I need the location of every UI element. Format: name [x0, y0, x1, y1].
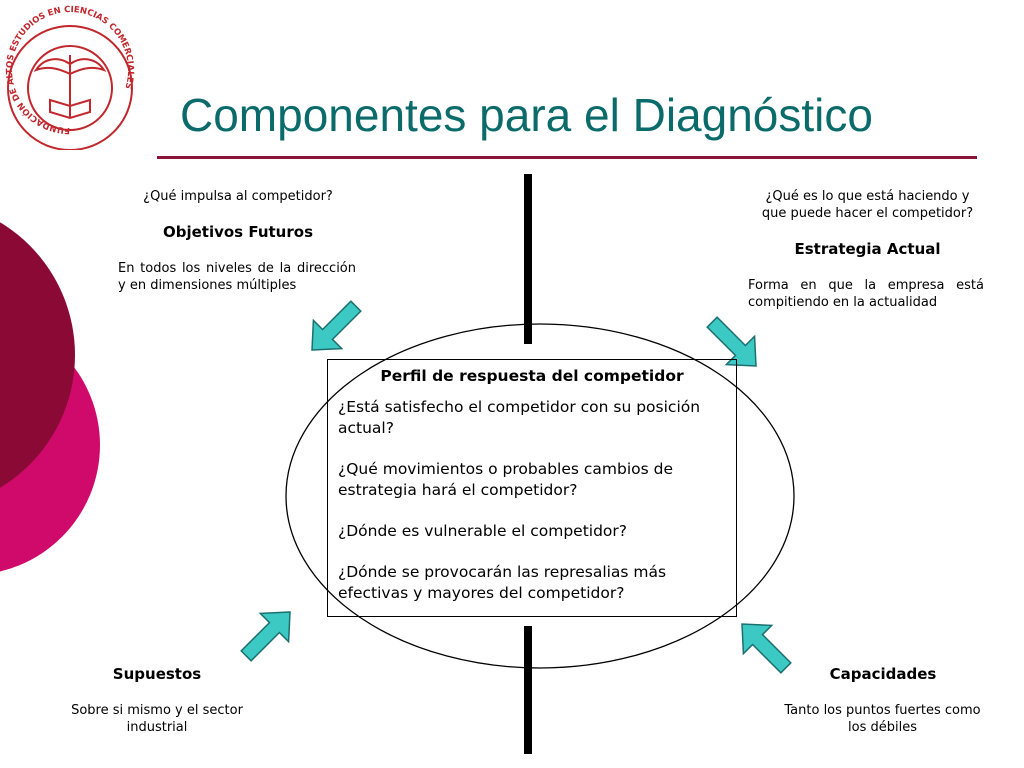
- arrow-top-right: [706, 316, 757, 367]
- top-right-heading: Estrategia Actual: [794, 240, 941, 258]
- bottom-left-description-line1: Sobre si mismo y el sector: [71, 703, 243, 718]
- bottom-right-description: Tanto los puntos fuertes como los débile…: [765, 702, 1000, 736]
- top-left-question: ¿Qué impulsa al competidor?: [143, 189, 333, 204]
- top-left-description: En todos los niveles de la dirección y e…: [118, 261, 356, 293]
- central-ellipse: [285, 323, 795, 669]
- arrow-bottom-left: [240, 611, 291, 662]
- logo-emblem: [33, 55, 107, 120]
- arrow-top-left: [311, 300, 362, 351]
- logo-inner-ring: [27, 45, 113, 131]
- top-right-question: ¿Qué es lo que está haciendo y que puede…: [745, 188, 990, 222]
- center-title: Perfil de respuesta del competidor: [380, 367, 684, 385]
- decor-circle-dark: [0, 222, 75, 488]
- top-right-question-line2: que puede hacer el competidor?: [761, 206, 974, 221]
- bottom-left-description: Sobre si mismo y el sector industrial: [42, 702, 272, 736]
- top-left-heading: Objetivos Futuros: [162, 223, 313, 241]
- competitor-response-profile: Perfil de respuesta del competidor ¿Está…: [327, 359, 737, 617]
- top-right-description: Forma en que la empresa está compitiendo…: [748, 278, 984, 310]
- bottom-right-description-line1: Tanto los puntos fuertes como: [784, 703, 981, 718]
- bottom-left-description-line2: industrial: [126, 720, 188, 735]
- center-question-1: ¿Está satisfecho el competidor con su po…: [338, 398, 701, 437]
- vertical-bar-bottom: [524, 626, 532, 754]
- bottom-right-heading: Capacidades: [829, 665, 937, 683]
- vertical-bar-top: [524, 174, 532, 344]
- logo-outer-ring: [7, 25, 133, 150]
- top-right-question-line1: ¿Qué es lo que está haciendo y: [765, 189, 970, 204]
- center-question-3: ¿Dónde es vulnerable el competidor?: [338, 522, 628, 540]
- bottom-left-heading: Supuestos: [112, 665, 202, 683]
- title-divider: [157, 156, 977, 159]
- center-question-4: ¿Dónde se provocarán las represalias más…: [338, 563, 667, 602]
- page-title: Componentes para el Diagnóstico: [180, 89, 873, 141]
- arrow-bottom-right: [741, 623, 792, 674]
- logo: FUNDACIÓN DE ALTOS ESTUDIOS EN CIENCIAS …: [5, 5, 135, 150]
- bottom-right-description-line2: los débiles: [848, 720, 917, 735]
- center-question-2: ¿Qué movimientos o probables cambios de …: [338, 460, 674, 499]
